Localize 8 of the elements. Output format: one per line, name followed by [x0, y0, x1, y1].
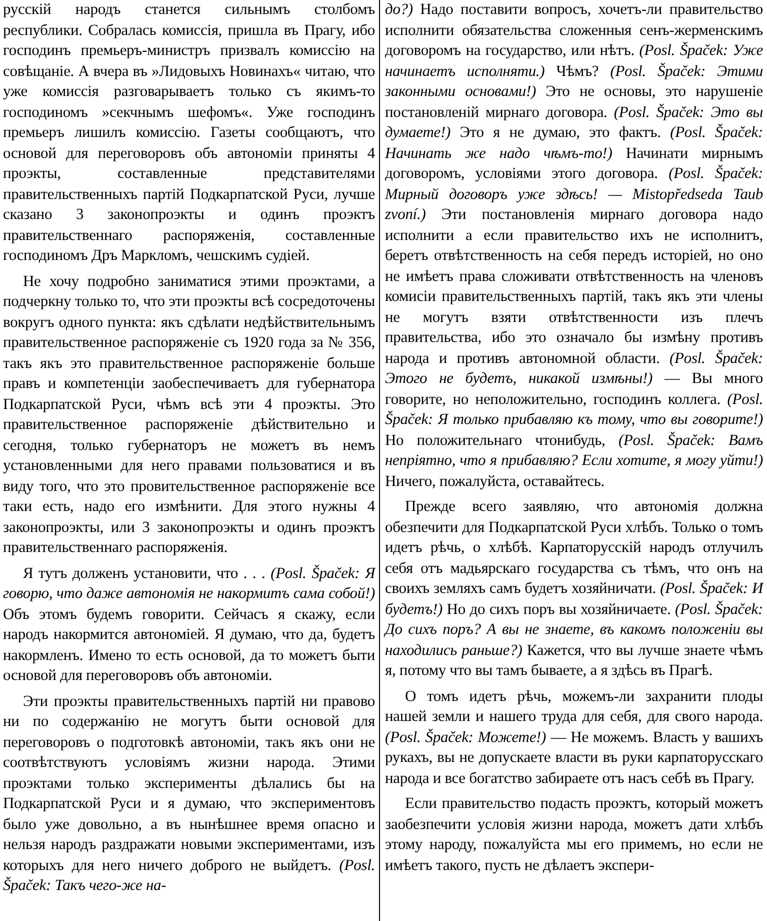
paragraph: Если правительство подасть проэктъ, который можетъ заобезпечити условія жизни народа, можетъ дати хлѣбъ этому народу, пожалуйста мы его примемъ, но если не имѣетъ такого, пусть не дѣлаетъ экспери-	[385, 794, 763, 876]
paragraph: О томъ идетъ рѣчь, можемъ-ли захранити плоды нашей земли и нашего труда для себя, для свого народа. (Posl. Špaček: Можете!) — Не можемъ. Власть у вашихъ рукахъ, вы не допускаете власти въ руки карпаторусскаго народа и все богатство забираете отъ насъ себѣ въ Прагу.	[385, 686, 763, 788]
paragraph: Не хочу подробно заниматися этими проэктами, а подчеркну только то, что эти проэкты всѣ сосредоточены вокругъ одного пункта: якъ сдѣлати недѣйствительнымъ правительственное распоряженіе съ 1920 года за № 356, такъ якъ это правительственное распоряженіе больше правъ и компетенціи заобеспечиваетъ для губернатора Подкарпатской Руси, чѣмъ всѣ эти 4 проэкты. Это правительственное распоряженіе дѣйствительно и сегодня, только губернаторъ не можетъ въ немъ установленными для него правами пользоватися и въ виду того, что это провительственное распоряженіе все таки есть, надо его измѣнити. Для этого нужны 4 законопроэкты, или 3 законопроэкты и одинъ проэктъ правительственнаго распоряженія.	[3, 272, 375, 558]
paragraph: русскій народъ станется сильнымъ столбомъ республики. Собралась комиссія, пришла въ Прагу, ибо господинъ премьеръ-министръ призвалъ комиссію на совѣщаніе. А вчера въ »Лидовыхъ Новинахъ« читаю, что уже комиссія разговарываетъ только съ якимъ-то господиномъ »секчнымъ шефомъ«. Уже господинъ премьеръ лишилъ комиссію. Газеты сообщаютъ, что основой для переговоровъ объ автономіи приняты 4 проэкты, составленные представителями правительственныхъ партій Подкарпатской Руси, лучше сказано 3 законопроэкты и одинъ проэктъ правительственнаго распоряженія, составленные господиномъ Дръ Маркломъ, чешскимъ судіей.	[3, 0, 375, 266]
paragraph: Эти проэкты правительственныхъ партій ни правово ни по содержанію не могутъ быти основой для переговоровъ о подготовкѣ автономіи, такъ якъ они не соотвѣтствуютъ условіямъ жизни народа. Этими проэктами только эксперименты дѣлались бы на Подкарпатской Руси и я думаю, что экспериментовъ было уже довольно, а въ нынѣшнее время опасно и нельзя народъ раздражати новыми экспериментами, изъ которыхъ для него ничего доброго не выйдетъ. (Posl. Špaček: Такъ чего-же на-	[3, 692, 375, 896]
paragraph: Прежде всего заявляю, что автономія должна обезпечити для Подкарпатской Руси хлѣбъ. Только о томъ идетъ рѣчь, о хлѣбѣ. Карпаторусскій народъ отлучилъ себя отъ мадьярскаго государства съ тѣмъ, что онъ на своихъ земляхъ самъ будетъ хозяйничати. (Posl. Špaček: И будетъ!) Но до сихъ поръ вы хозяйничаете. (Posl. Špaček: До сихъ поръ? А вы не знаете, въ какомъ положеніи вы находились раньше?) Кажется, что вы лучше знаете чѣмъ я, потому что вы тамъ бываете, а я здѣсь въ Прагѣ.	[385, 497, 763, 681]
paragraph: Я тутъ долженъ установити, что . . . (Posl. Špaček: Я говорю, что даже автономія не накормитъ сама собой!) Объ этомъ будемъ говорити. Сейчасъ я скажу, если народъ накормится автономіей. Я думаю, что да, будетъ накормленъ. Имено то есть основой, да то можетъ быти основой для переговоровъ объ автономіи.	[3, 564, 375, 686]
paragraph: до?) Надо поставити вопросъ, хочетъ-ли правительство исполнити обязательства сложенныя сенъ-жерменскимъ договоромъ на государство, или нѣтъ. (Posl. Špaček: Уже начинаетъ исполняти.) Чѣмъ? (Posl. Špaček: Этими законными основами!) Это не основы, это нарушеніе постановленій мирнаго договора. (Posl. Špaček: Это вы думаете!) Это я не думаю, это фактъ. (Posl. Špaček: Начинать же надо чѣмъ-то!) Начинати мирнымъ договоромъ, условіями этого договора. (Posl. Špaček: Мирный договоръ уже здѣсь! — Mistopředseda Taub zvoní.) Эти постановленія мирнаго договора надо исполнити а если правительство ихъ не исполнитъ, беретъ отвѣтственность на себя передъ исторіей, но оно не имѣетъ права сложивати отвѣтственность на членовъ комисіи правительственныхъ партій, такъ якъ эти члены не могутъ взяти отвѣтственности изъ плечъ правительства, ибо это означало бы измѣну противъ народа и противъ автономной области. (Posl. Špaček: Этого не будетъ, никакой измѣны!) — Вы много говорите, но неположительно, господинъ коллега. (Posl. Špaček: Я только прибавляю къ тому, что вы говорите!) Но положительнаго чтонибудь, (Posl. Špaček: Вамъ непріятно, что я прибавляю? Если хотите, я могу уйти!) Ничего, пожалуйста, оставайтесь.	[385, 0, 763, 492]
